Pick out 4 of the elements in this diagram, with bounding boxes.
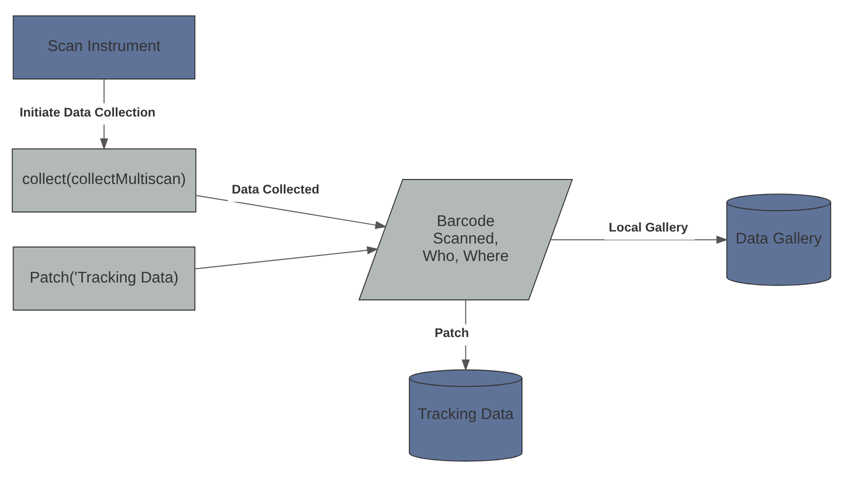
edge-label: Initiate Data Collection <box>20 105 156 120</box>
edge-label: Data Collected <box>232 182 320 196</box>
edge-label: Patch <box>434 326 469 340</box>
edge-label: Local Gallery <box>608 220 688 234</box>
